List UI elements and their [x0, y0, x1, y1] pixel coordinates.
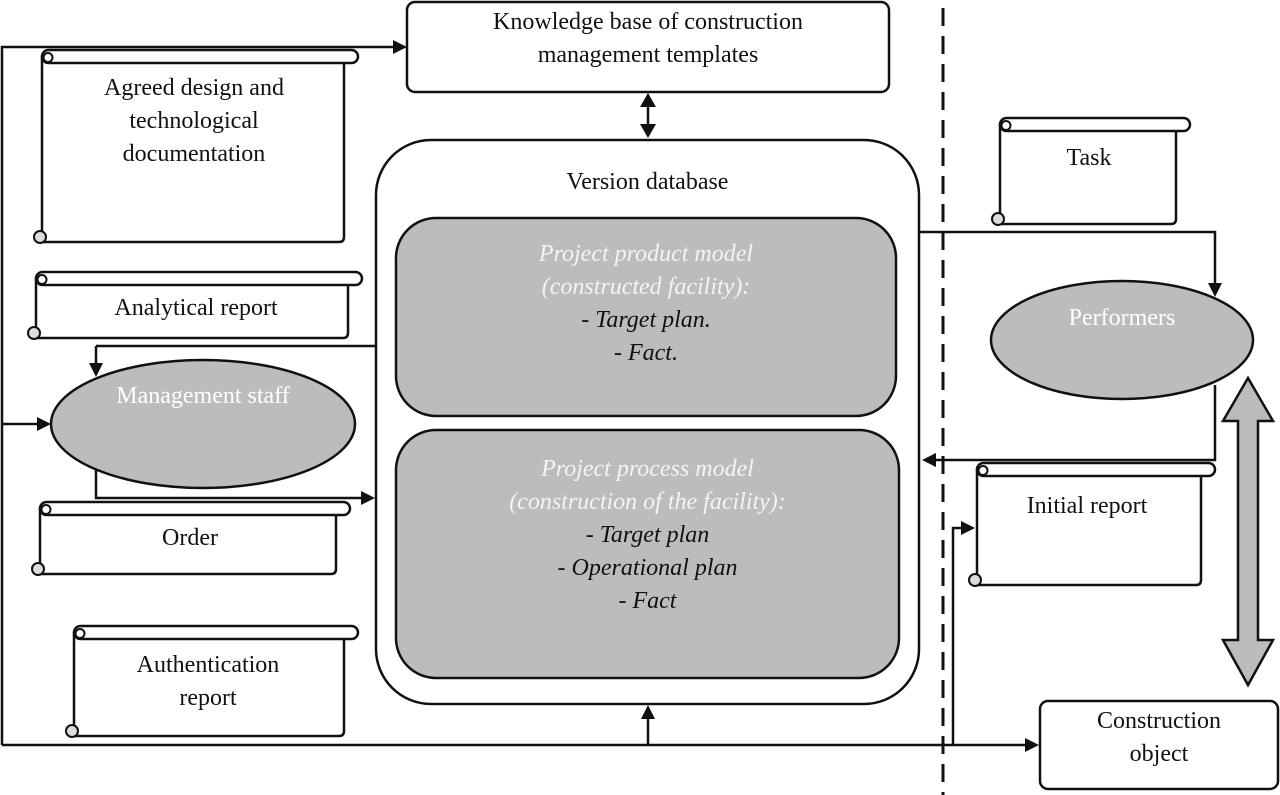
product-model-label: Project product model (constructed facil…	[396, 238, 896, 370]
scroll-curl-icon	[36, 274, 48, 285]
scroll-curl-icon	[33, 230, 47, 244]
scroll-top-roll	[34, 270, 364, 287]
product-model-box[interactable]	[394, 216, 898, 418]
process-model-heading1: Project process model	[541, 456, 754, 482]
scroll-curl-icon	[977, 465, 989, 476]
agreed-docs-line1: Agreed design and	[104, 75, 284, 101]
scroll-curl-icon	[31, 562, 45, 576]
knowledge-base-line1: Knowledge base of construction	[493, 9, 803, 35]
kb-db-double-arrow	[640, 93, 656, 138]
process-model-box[interactable]	[394, 428, 901, 680]
scroll-curl-icon	[65, 724, 79, 738]
scroll-curl-icon	[1000, 120, 1012, 131]
process-model-heading2: (construction of the facility):	[509, 489, 786, 515]
knowledge-base-line2: management templates	[537, 42, 759, 68]
connector-staff-to-db	[94, 470, 364, 500]
performers-object-double-arrow	[1220, 375, 1276, 688]
knowledge-base-label: Knowledge base of construction managemen…	[407, 6, 889, 72]
management-staff-label: Management staff	[116, 383, 290, 409]
scroll-top-roll	[975, 461, 1217, 478]
order-scroll[interactable]	[31, 500, 352, 576]
performers-label: Performers	[1068, 305, 1176, 331]
product-model-item: - Fact.	[614, 340, 678, 366]
analytical-report-scroll[interactable]	[27, 270, 364, 340]
order-label: Order	[162, 525, 218, 551]
construction-object-box[interactable]	[1038, 699, 1280, 791]
agreed-docs-line3: documentation	[122, 141, 266, 167]
connector-left-to-kb	[0, 45, 396, 745]
agreed-docs-scroll[interactable]	[33, 48, 360, 244]
agreed-docs-label: Agreed design and technological document…	[44, 72, 344, 171]
connector-performers-to-db	[934, 385, 1217, 462]
connector-bus-to-initial-report	[951, 526, 964, 745]
task-label: Task	[1066, 145, 1112, 171]
scroll-curl-icon	[968, 573, 982, 587]
product-model-heading2: (constructed facility):	[541, 274, 751, 300]
authentication-report-line2: report	[179, 685, 237, 711]
initial-report-label: Initial report	[1026, 493, 1148, 519]
analytical-report-label: Analytical report	[114, 295, 278, 321]
authentication-report-scroll[interactable]	[65, 624, 360, 738]
version-db-title: Version database	[566, 169, 729, 195]
scroll-curl-icon	[74, 628, 86, 639]
product-model-heading1: Project product model	[538, 241, 754, 267]
scroll-top-roll	[72, 624, 360, 641]
construction-object-line2: object	[1129, 741, 1189, 767]
scroll-top-roll	[998, 116, 1192, 133]
scroll-top-roll	[38, 500, 352, 517]
process-model-item: - Fact	[618, 588, 677, 614]
connector-db-to-performers	[919, 230, 1217, 285]
process-model-item: - Operational plan	[557, 555, 738, 581]
scroll-curl-icon	[40, 504, 52, 515]
task-scroll[interactable]	[991, 116, 1192, 226]
performers-ellipse[interactable]	[989, 279, 1255, 401]
scroll-curl-icon	[27, 326, 41, 340]
process-model-item: - Target plan	[585, 522, 710, 548]
product-model-item: - Target plan.	[581, 307, 711, 333]
process-model-label: Project process model (construction of t…	[396, 453, 899, 618]
scroll-curl-icon	[42, 52, 54, 63]
scroll-top-roll	[40, 48, 360, 65]
scroll-curl-icon	[991, 212, 1005, 226]
initial-report-scroll[interactable]	[968, 461, 1217, 587]
authentication-report-line1: Authentication	[136, 652, 280, 678]
authentication-report-label: Authentication report	[74, 649, 342, 715]
construction-object-label: Construction object	[1040, 705, 1278, 771]
agreed-docs-line2: technological	[129, 108, 259, 134]
construction-object-line1: Construction	[1097, 708, 1221, 734]
